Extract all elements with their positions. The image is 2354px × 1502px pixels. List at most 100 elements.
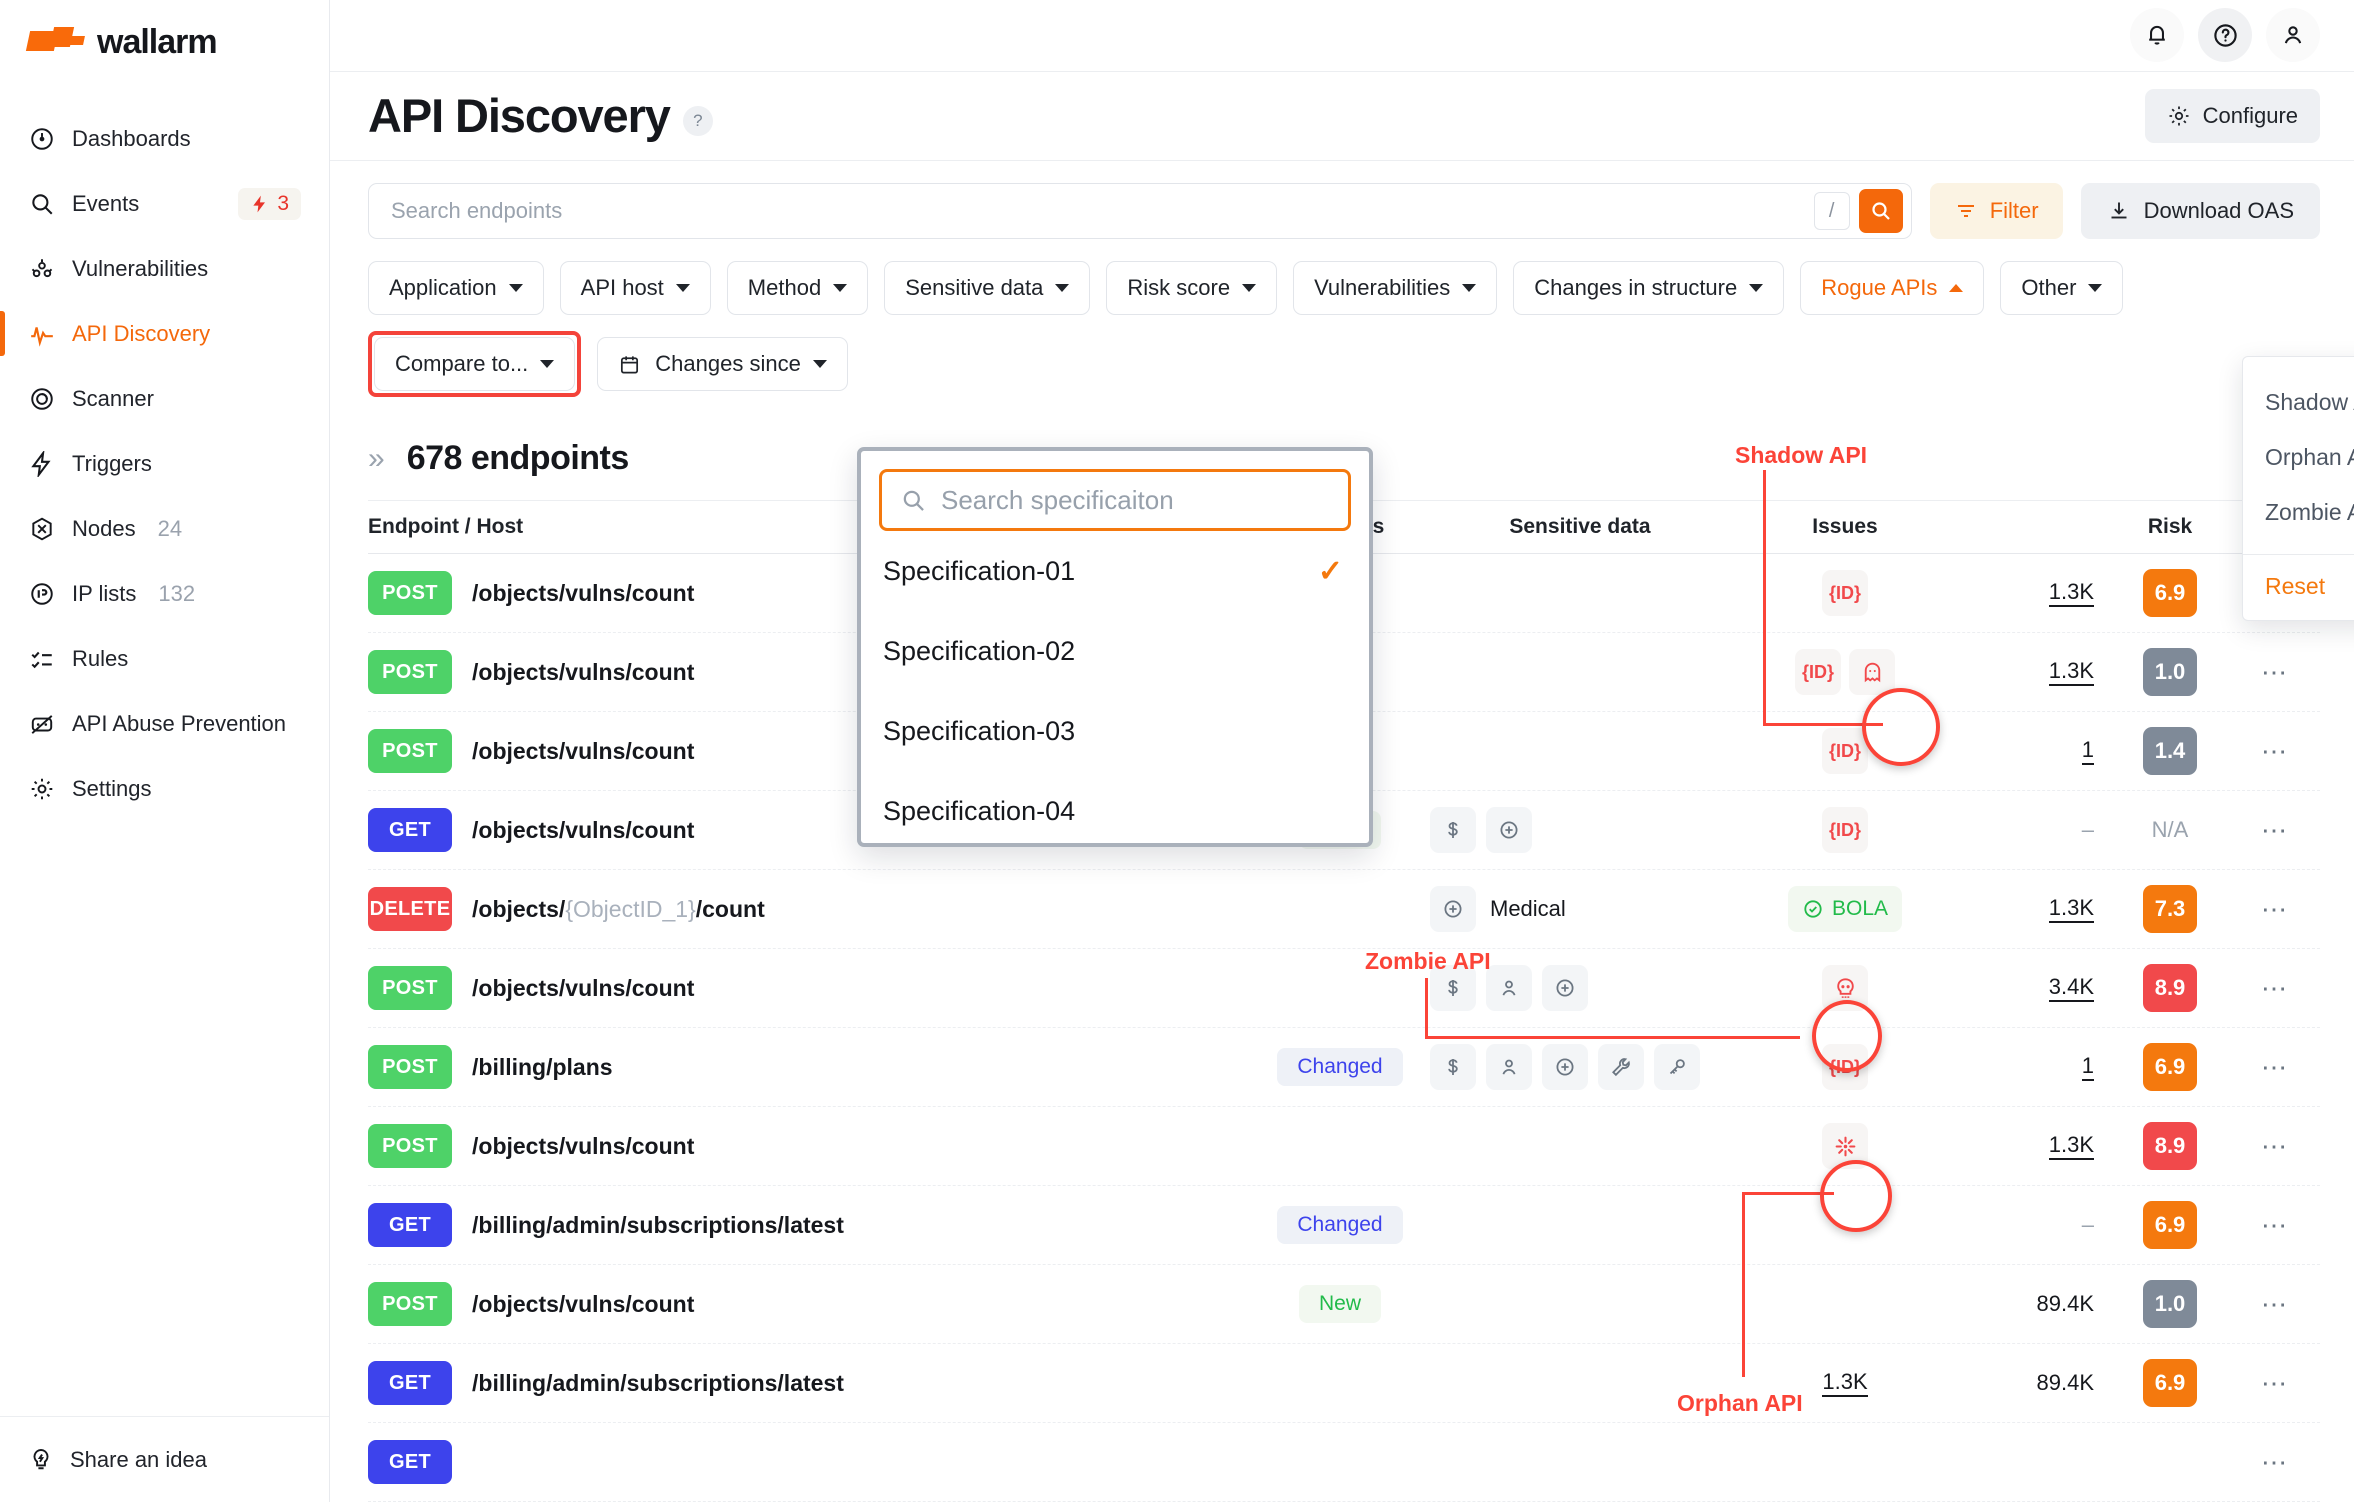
- row-actions-menu[interactable]: ⋯: [2261, 814, 2289, 845]
- ghost-icon[interactable]: [1849, 649, 1895, 695]
- dollar-icon[interactable]: [1430, 807, 1476, 853]
- row-actions-menu[interactable]: ⋯: [2261, 1130, 2289, 1161]
- filter-chip-vulnerabilities[interactable]: Vulnerabilities: [1293, 261, 1498, 315]
- endpoint-path[interactable]: /objects/vulns/count: [472, 1290, 695, 1317]
- account-button[interactable]: [2266, 8, 2320, 63]
- endpoint-path[interactable]: /billing/plans: [472, 1053, 613, 1080]
- configure-button[interactable]: Configure: [2144, 88, 2320, 143]
- filter-chip-changes-since[interactable]: Changes since: [597, 337, 848, 391]
- specification-search-box[interactable]: [879, 469, 1351, 531]
- sidebar-item-settings[interactable]: Settings: [0, 756, 329, 821]
- id-issue-icon[interactable]: {ID}: [1822, 570, 1868, 616]
- id-issue-icon[interactable]: {ID}: [1822, 807, 1868, 853]
- endpoint-path[interactable]: /objects/vulns/count: [472, 974, 695, 1001]
- person-icon[interactable]: [1486, 965, 1532, 1011]
- filter-chip-method[interactable]: Method: [726, 261, 869, 315]
- endpoint-path[interactable]: /objects/vulns/count: [472, 1132, 695, 1159]
- row-actions-menu[interactable]: ⋯: [2261, 1288, 2289, 1319]
- sidebar-item-vulnerabilities[interactable]: Vulnerabilities: [0, 236, 329, 301]
- endpoint-path[interactable]: /objects/{ObjectID_1}/count: [472, 895, 765, 922]
- row-actions-menu[interactable]: ⋯: [2261, 1446, 2289, 1477]
- search-submit-button[interactable]: [1858, 189, 1903, 233]
- id-issue-icon[interactable]: {ID}: [1795, 649, 1841, 695]
- share-an-idea-button[interactable]: Share an idea: [0, 1416, 329, 1502]
- hits-count[interactable]: 89.4K: [2036, 1370, 2095, 1396]
- filter-chip-risk-score[interactable]: Risk score: [1106, 261, 1278, 315]
- sidebar-item-api-abuse-prevention[interactable]: API Abuse Prevention: [0, 691, 329, 756]
- dollar-icon[interactable]: [1430, 1044, 1476, 1090]
- hits-count[interactable]: 89.4K: [2036, 1291, 2095, 1317]
- sidebar-item-ip-lists[interactable]: IP lists 132: [0, 561, 329, 626]
- medical-icon[interactable]: [1542, 965, 1588, 1011]
- endpoint-path[interactable]: /objects/vulns/count: [472, 658, 695, 685]
- menu-item-orphan-apis[interactable]: Orphan APIs: [2265, 444, 2354, 470]
- notifications-button[interactable]: [2130, 8, 2184, 63]
- row-actions-menu[interactable]: ⋯: [2261, 735, 2289, 766]
- row-actions-menu[interactable]: ⋯: [2261, 656, 2289, 687]
- brand-logo[interactable]: wallarm: [0, 0, 329, 84]
- filter-chip-other[interactable]: Other: [2000, 261, 2124, 315]
- endpoint-path[interactable]: /objects/vulns/count: [472, 737, 695, 764]
- table-row[interactable]: POST/objects/vulns/count{ID}1.3K6.9⋯: [368, 554, 2320, 633]
- search-endpoints-box[interactable]: /: [368, 183, 1912, 239]
- specification-option-03[interactable]: Specification-03: [879, 691, 1351, 771]
- filter-chip-sensitive-data[interactable]: Sensitive data: [884, 261, 1091, 315]
- wrench-icon[interactable]: [1598, 1044, 1644, 1090]
- dollar-icon[interactable]: [1430, 965, 1476, 1011]
- hits-count[interactable]: 1.3K: [2048, 1132, 2094, 1160]
- filter-chip-application[interactable]: Application: [368, 261, 544, 315]
- hits-count[interactable]: 1.3K: [2048, 658, 2094, 686]
- person-icon[interactable]: [1486, 1044, 1532, 1090]
- issues-count[interactable]: 1.3K: [1822, 1369, 1868, 1397]
- medical-icon[interactable]: [1542, 1044, 1588, 1090]
- hits-count[interactable]: 1: [2081, 1053, 2094, 1081]
- key-icon[interactable]: [1654, 1044, 1700, 1090]
- menu-item-reset[interactable]: Reset: [2265, 573, 2326, 599]
- sidebar-item-triggers[interactable]: Triggers: [0, 431, 329, 496]
- endpoint-path[interactable]: /objects/vulns/count: [472, 579, 695, 606]
- page-title-help-icon[interactable]: ?: [682, 105, 713, 136]
- id-issue-icon[interactable]: {ID}: [1822, 728, 1868, 774]
- collapse-panel-toggle[interactable]: »: [368, 441, 385, 475]
- row-actions-menu[interactable]: ⋯: [2261, 972, 2289, 1003]
- hits-count[interactable]: 1.3K: [2048, 579, 2094, 607]
- sidebar-item-scanner[interactable]: Scanner: [0, 366, 329, 431]
- row-actions-menu[interactable]: ⋯: [2261, 1051, 2289, 1082]
- row-actions-menu[interactable]: ⋯: [2261, 1209, 2289, 1240]
- specification-search-input[interactable]: [941, 484, 1330, 516]
- menu-item-zombie-apis[interactable]: Zombie APIs: [2265, 499, 2354, 525]
- endpoint-path[interactable]: /objects/vulns/count: [472, 816, 695, 843]
- filter-chip-compare-to[interactable]: Compare to...: [374, 337, 576, 391]
- medical-icon[interactable]: [1486, 807, 1532, 853]
- filter-chip-changes-in-structure[interactable]: Changes in structure: [1513, 261, 1785, 315]
- filter-chip-api-host[interactable]: API host: [559, 261, 711, 315]
- specification-option-01[interactable]: Specification-01 ✓: [879, 531, 1351, 611]
- filter-chip-rogue-apis[interactable]: Rogue APIs: [1800, 261, 1985, 315]
- specification-option-02[interactable]: Specification-02: [879, 611, 1351, 691]
- sidebar-item-api-discovery[interactable]: API Discovery: [0, 301, 329, 366]
- medical-icon[interactable]: [1430, 886, 1476, 932]
- hits-count[interactable]: 3.4K: [2048, 974, 2094, 1002]
- sidebar-item-dashboards[interactable]: Dashboards: [0, 106, 329, 171]
- sidebar-item-rules[interactable]: Rules: [0, 626, 329, 691]
- endpoint-path[interactable]: /billing/admin/subscriptions/latest: [472, 1369, 844, 1396]
- sidebar-item-events[interactable]: Events 3: [0, 171, 329, 236]
- table-row[interactable]: GET⋯: [368, 1423, 2320, 1502]
- sidebar-item-nodes[interactable]: Nodes 24: [0, 496, 329, 561]
- search-input[interactable]: [391, 198, 1814, 224]
- hits-count[interactable]: 1: [2081, 737, 2094, 765]
- menu-item-shadow-apis[interactable]: Shadow APIs: [2265, 389, 2354, 415]
- bola-badge[interactable]: BOLA: [1787, 886, 1903, 932]
- help-button[interactable]: [2198, 8, 2252, 63]
- filter-button[interactable]: Filter: [1929, 183, 2063, 239]
- row-actions-menu[interactable]: ⋯: [2261, 893, 2289, 924]
- download-oas-button[interactable]: Download OAS: [2080, 183, 2320, 239]
- endpoint-path[interactable]: /billing/admin/subscriptions/latest: [472, 1211, 844, 1238]
